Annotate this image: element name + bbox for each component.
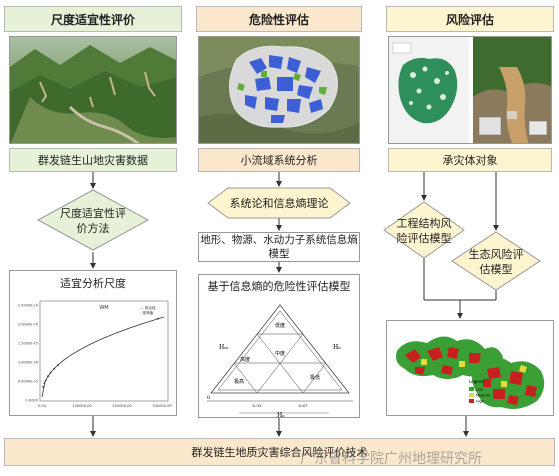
method-diamond xyxy=(36,189,150,251)
theory-text: 系统论和信息熵理论 xyxy=(229,197,329,210)
caption-data: 群发链生山地灾害数据 xyxy=(9,148,177,172)
y-tick-label: 2.0000E+5 xyxy=(18,323,38,327)
x-tick-label: 300000.00 xyxy=(152,404,172,408)
map-legend-swatch xyxy=(469,399,474,403)
zone-right: 极低 xyxy=(310,374,320,381)
y-tick-label: 0.0000 xyxy=(25,399,38,403)
hazard-model-title: 基于信息熵的危险性评估模型 xyxy=(207,280,351,293)
scale-analysis-box: 适宜分析尺度 WM 2.5000E+5 2.0000E+5 1.5000E+5 1.0… xyxy=(9,270,177,416)
ecology-text: 生态风险评估模型 xyxy=(468,248,524,276)
header-scale: 尺度适宜性评价 xyxy=(4,6,182,32)
watershed-map-photo xyxy=(198,36,360,144)
observed-point xyxy=(47,375,49,378)
x-tick-label: 200000.00 xyxy=(112,404,132,408)
watermark: 广东省科学院广州地理研究所 xyxy=(300,451,482,467)
origin-label: 0 xyxy=(207,395,210,401)
observed-point xyxy=(43,382,46,385)
axis-h-bottom: Hₚ xyxy=(277,412,285,419)
chart-y-ticks: 2.5000E+5 2.0000E+5 1.5000E+5 1.0000E+5 0.50… xyxy=(18,304,39,403)
method-text: 尺度适宜性评价方法 xyxy=(60,207,126,235)
map-legend-title: Legend xyxy=(469,379,484,384)
caption-exposure: 承灾体对象 xyxy=(388,148,552,172)
axis-h-left: Hₘ xyxy=(219,344,228,351)
header-hazard: 危险性评估 xyxy=(196,6,362,32)
zone-top: 低度 xyxy=(275,322,285,329)
risk-objects-photo xyxy=(388,36,552,144)
ecology-diamond xyxy=(451,231,541,291)
zone-bottom-left: 极高 xyxy=(234,378,244,385)
legend-entry: · 观测值 xyxy=(140,310,153,315)
legend-entry: — 拟合线 xyxy=(140,305,156,310)
map-legend-label: Medium xyxy=(476,394,491,398)
tick-2: 0.67 xyxy=(299,403,308,408)
fit-curve xyxy=(41,316,165,398)
y-tick-label: 1.0000E+5 xyxy=(18,361,38,365)
tick-1: 0.33 xyxy=(253,403,262,408)
observed-point xyxy=(49,371,52,374)
scale-analysis-title: 适宜分析尺度 xyxy=(60,277,126,290)
chart-legend: — 拟合线· 观测值 xyxy=(140,305,156,315)
y-tick-label: 0.5000E+5 xyxy=(18,380,38,384)
observed-point xyxy=(42,386,45,388)
engineering-text: 工程结构风险评估模型 xyxy=(396,217,452,245)
observed-point xyxy=(157,317,159,320)
y-tick-label: 2.5000E+5 xyxy=(18,304,38,308)
axis-h-right: Hₙ xyxy=(333,344,341,351)
zone-left: 高度 xyxy=(240,356,250,363)
observed-point xyxy=(53,367,56,370)
map-legend-swatch xyxy=(469,393,474,397)
chart-x-ticks: 0.00 100000.00 200000.00 300000.00 xyxy=(38,404,172,408)
observed-point xyxy=(57,364,59,366)
x-tick-label: 0.00 xyxy=(38,404,47,408)
map-legend-swatch xyxy=(469,387,474,391)
scale-curve-chart: WM 2.5000E+5 2.0000E+5 1.5000E+5 1.0000E+5 0… xyxy=(18,300,172,408)
hazard-model-box: 基于信息熵的危险性评估模型 Hₘ Hₙ Hₚ 低度 中度 高度 极低 极高 0 … xyxy=(198,274,360,419)
engineering-diamond xyxy=(383,201,465,259)
x-tick-label: 100000.00 xyxy=(72,404,92,408)
observed-point xyxy=(44,379,47,382)
chart-title: WM xyxy=(99,305,108,311)
map-legend-label: Low xyxy=(476,388,483,392)
header-risk: 风险评估 xyxy=(386,6,554,32)
observed-points xyxy=(42,317,159,388)
theory-hexagon xyxy=(207,187,351,219)
entropy-model-box: 地形、物源、水动力子系统信息熵模型 xyxy=(198,232,360,262)
caption-watershed: 小流域系统分析 xyxy=(198,148,360,172)
zone-middle: 中度 xyxy=(275,350,285,357)
mountain-photo xyxy=(9,36,177,144)
ternary-diagram: Hₘ Hₙ Hₚ 低度 中度 高度 极低 极高 0 0.33 0.67 xyxy=(207,304,353,419)
bottom-synthesis: 群发链生地质灾害综合风险评价技术 xyxy=(4,438,555,466)
map-legend-label: High xyxy=(476,400,484,404)
y-tick-label: 1.5000E+5 xyxy=(18,342,38,346)
